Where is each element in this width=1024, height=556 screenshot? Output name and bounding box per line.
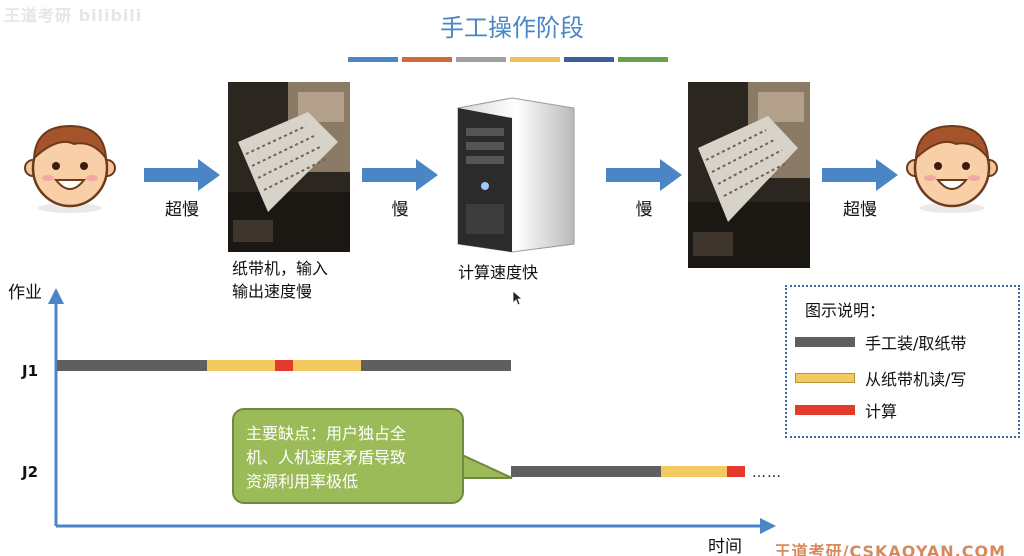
callout-line-2: 机、人机速度矛盾导致 [246,448,407,467]
job-j2-segment-compute-2 [727,466,745,477]
arrow-label-2: 慢 [391,200,409,220]
job-bar-j2 [57,466,757,477]
paper-tape-machine-image [228,82,350,252]
watermark-bottom-right: 王道考研/CSKAOYAN.COM [774,542,1006,556]
legend-swatch-tape [795,373,855,383]
flow-arrow-2 [362,159,438,191]
flow-arrow-3 [606,159,682,191]
legend-title: 图示说明： [805,301,886,320]
job-j2-segment-tape-1 [661,466,727,477]
job-j1-segment-manual-0 [57,360,207,371]
legend-box: 图示说明： 手工装/取纸带 从纸带机读/写 计算 [785,285,1020,438]
arrow-label-1: 超慢 [165,200,199,220]
computer-caption: 计算速度快 [458,263,539,282]
legend-swatch-compute [795,405,855,415]
watermark-top-left: 王道考研 bilibili [4,6,143,25]
title-stripe-5 [564,57,614,62]
arrow-label-3: 慢 [635,200,653,220]
callout-line-3: 资源利用率极低 [246,472,359,491]
drawback-callout: 主要缺点：用户独占全 机、人机速度矛盾导致 资源利用率极低 [232,408,464,504]
job-j1-segment-tape-3 [293,360,361,371]
y-axis-label: 作业 [8,283,42,303]
x-axis-label: 时间 [708,537,742,556]
legend-label-tape: 从纸带机读/写 [865,370,967,389]
callout-line-1: 主要缺点：用户独占全 [246,424,407,443]
paper-tape-machine-image-right [688,82,810,268]
title-stripe-2 [402,57,452,62]
job-bar-j1 [57,360,517,371]
flow-arrow-4 [822,159,898,191]
arrow-label-4: 超慢 [843,200,877,220]
mouse-cursor-icon [512,290,524,306]
title-stripe-6 [618,57,668,62]
job-j1-segment-manual-4 [361,360,511,371]
flow-arrow-1 [144,159,220,191]
tape-machine-caption-line2: 输出速度慢 [232,282,313,301]
computer-tower-image [457,97,575,253]
title-stripe-4 [510,57,560,62]
job-label-j2: J2 [22,463,39,481]
callout-pointer [460,452,513,479]
slide-title: 手工操作阶段 [440,14,584,42]
job-j1-segment-compute-2 [275,360,293,371]
title-stripe-3 [456,57,506,62]
title-stripe-1 [348,57,398,62]
tape-machine-caption-line1: 纸带机，输入 [232,259,329,278]
job-j2-segment-manual-0 [511,466,661,477]
legend-label-compute: 计算 [865,402,898,421]
legend-swatch-manual [795,337,855,347]
legend-label-manual: 手工装/取纸带 [865,334,967,353]
job-j1-segment-tape-1 [207,360,275,371]
timeline-axes [48,288,776,534]
user-face-icon-right [906,124,998,213]
job-label-j1: J1 [22,362,39,380]
user-face-icon [24,124,116,213]
job-j2-continuation: …… [752,465,782,481]
